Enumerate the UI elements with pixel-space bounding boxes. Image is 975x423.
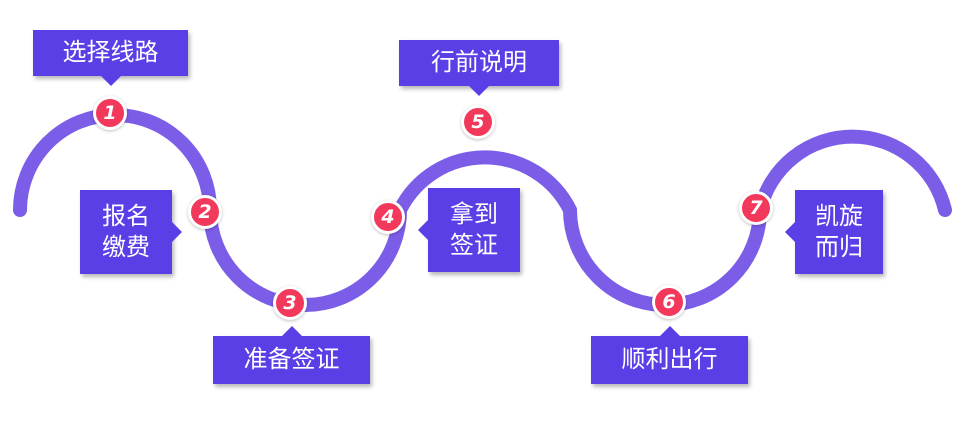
step-2-label: 报名 缴费 [80, 190, 182, 274]
step-3-number: 3 [283, 292, 297, 314]
step-1-text: 选择线路 [62, 38, 159, 67]
step-5-pointer [469, 86, 489, 96]
step-5-badge: 5 [461, 105, 495, 139]
step-3-pointer [281, 326, 302, 336]
step-1-label: 选择线路 [33, 30, 188, 86]
step-5-text: 行前说明 [431, 48, 527, 77]
step-1-number: 1 [103, 102, 117, 124]
step-4-number: 4 [381, 206, 395, 228]
step-2-pointer [172, 222, 182, 242]
wave-path [13, 108, 952, 312]
step-2-badge: 2 [188, 195, 222, 229]
step-4-badge: 4 [371, 200, 405, 234]
step-7-pointer [785, 222, 795, 242]
step-5-label: 行前说明 [399, 40, 559, 96]
step-6-number: 6 [662, 291, 676, 313]
step-1-badge: 1 [93, 96, 127, 130]
step-3-badge: 3 [273, 286, 307, 320]
step-7-label: 凯旋 而归 [785, 190, 883, 274]
step-7-text: 凯旋 而归 [815, 201, 863, 261]
step-4-label: 拿到 签证 [418, 188, 520, 272]
step-2-text: 报名 缴费 [102, 201, 150, 261]
step-3-text: 准备签证 [243, 345, 340, 374]
step-6-pointer [659, 326, 680, 336]
step-4-pointer [418, 220, 428, 240]
step-6-text: 顺利出行 [621, 345, 718, 374]
step-2-number: 2 [198, 201, 212, 223]
step-7-badge: 7 [739, 191, 773, 225]
step-1-pointer [100, 76, 121, 86]
step-5-number: 5 [471, 111, 485, 133]
step-7-number: 7 [749, 197, 763, 219]
step-6-badge: 6 [652, 285, 686, 319]
step-3-label: 准备签证 [213, 326, 370, 384]
step-6-label: 顺利出行 [591, 326, 748, 384]
step-4-text: 拿到 签证 [450, 199, 498, 259]
